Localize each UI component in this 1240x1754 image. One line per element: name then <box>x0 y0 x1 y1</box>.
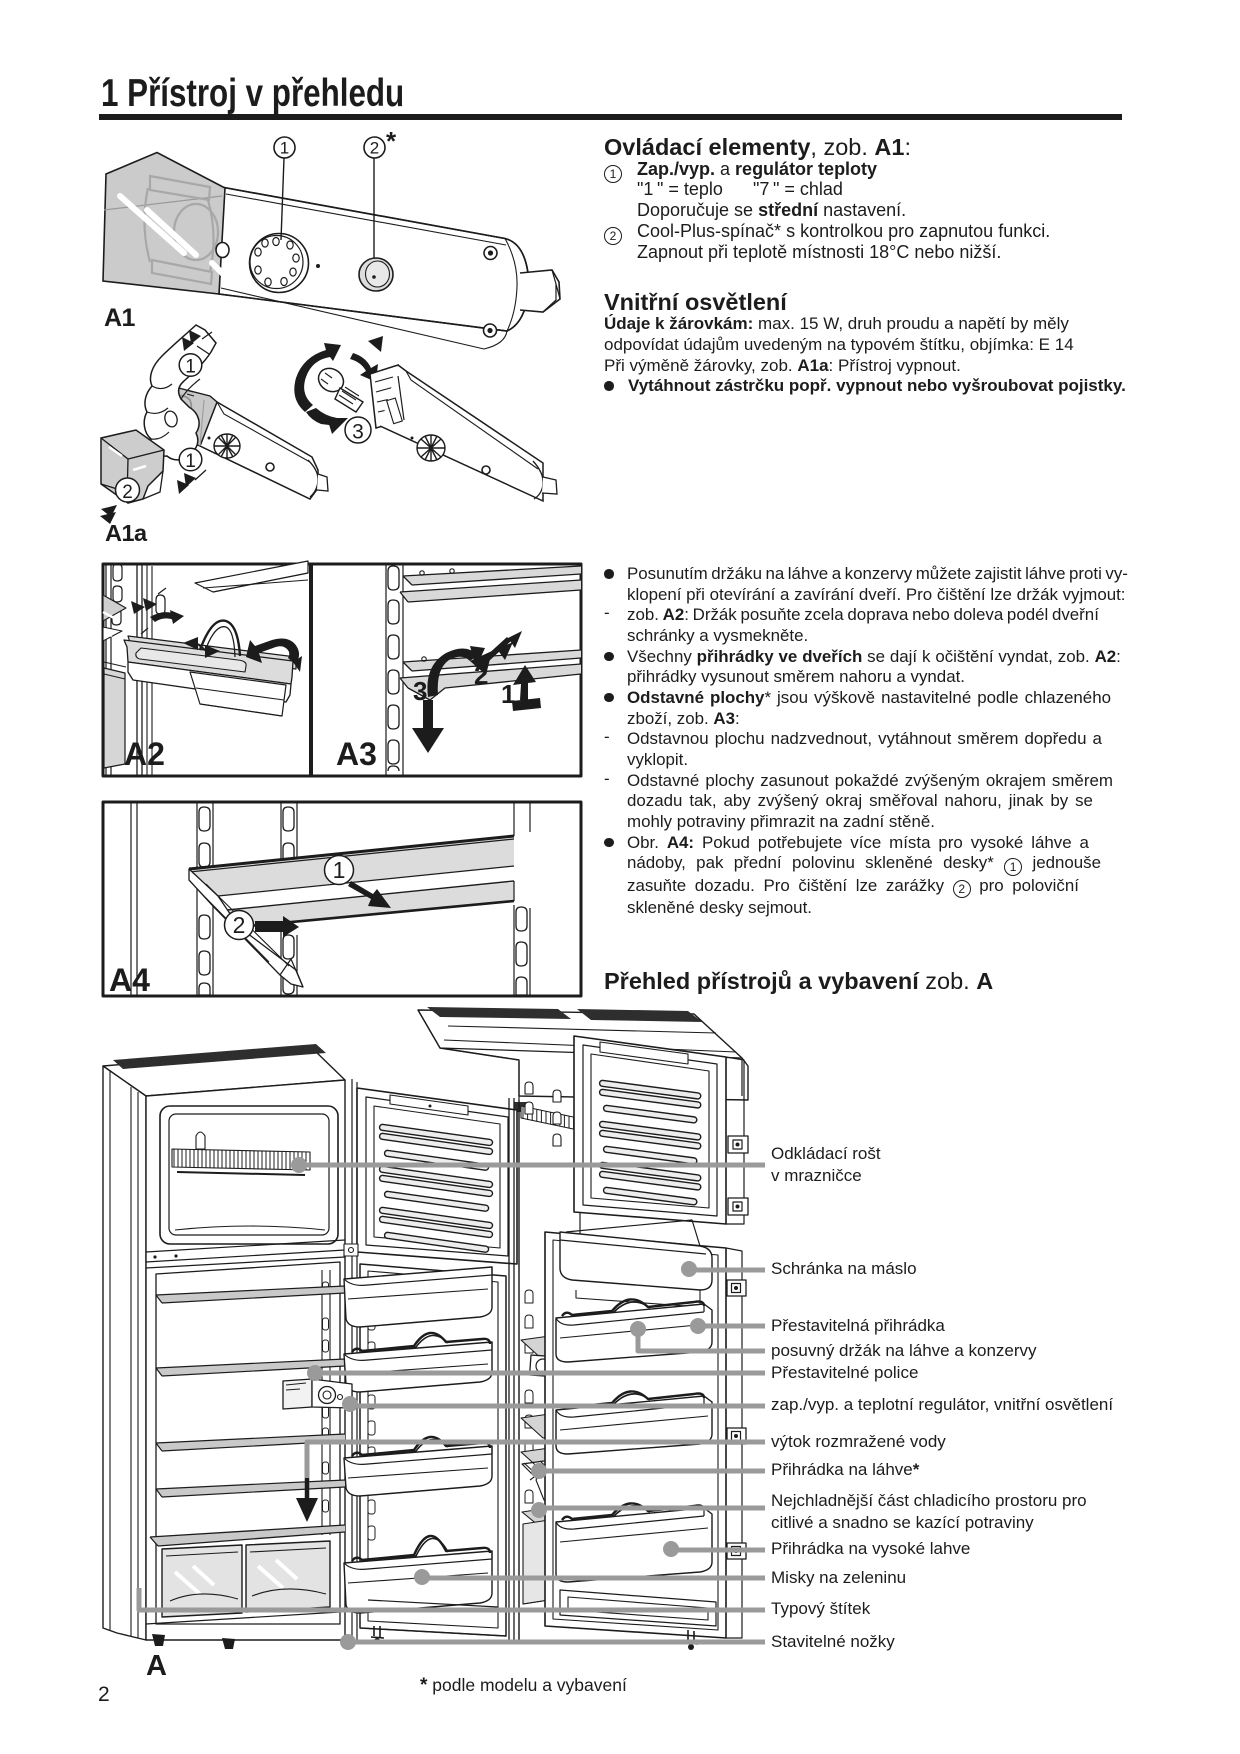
svg-text:A4: A4 <box>109 962 150 998</box>
svg-text:2: 2 <box>122 482 133 503</box>
svg-text:2: 2 <box>370 139 379 158</box>
svg-text:A3: A3 <box>336 736 377 772</box>
svg-text:2: 2 <box>474 660 488 690</box>
svg-text:1: 1 <box>501 679 515 709</box>
svg-text:1: 1 <box>185 357 196 378</box>
svg-text:*: * <box>386 130 397 156</box>
svg-text:3: 3 <box>413 676 427 706</box>
svg-text:3: 3 <box>352 421 364 444</box>
svg-text:A2: A2 <box>124 736 165 772</box>
svg-text:2: 2 <box>233 912 246 938</box>
svg-text:1: 1 <box>185 451 196 472</box>
svg-text:1: 1 <box>280 139 289 158</box>
svg-text:1: 1 <box>333 857 346 883</box>
